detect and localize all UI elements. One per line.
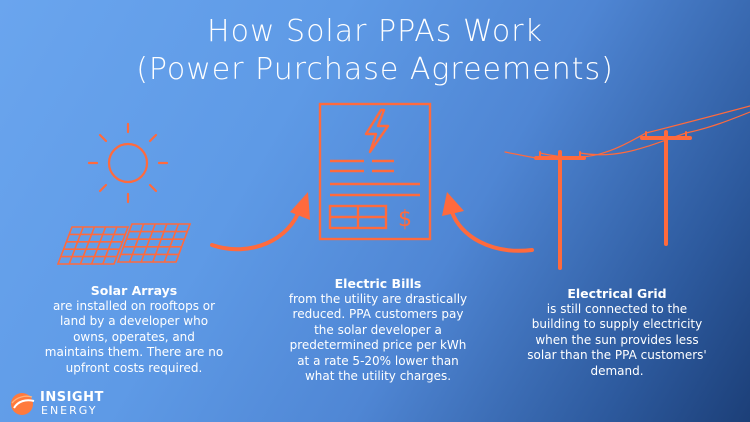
solar-arrays-heading: Solar Arrays: [90, 283, 178, 298]
electric-bill-icon: [318, 102, 432, 241]
arrowhead-right: [442, 192, 464, 216]
logo-mark-icon: [11, 393, 35, 415]
lightning-bolt-icon: [364, 108, 390, 154]
arrowhead-left: [290, 192, 310, 220]
curved-arrow-icon-right: [450, 210, 534, 253]
electrical-grid-heading: Electrical Grid: [567, 286, 667, 301]
dollar-sign-icon: $: [398, 207, 412, 232]
electric-bills-heading: Electric Bills: [334, 276, 422, 291]
curved-arrow-icon: [210, 206, 302, 252]
utility-pole-icon: [504, 105, 750, 270]
logo-text-energy: ENERGY: [41, 404, 98, 417]
sun-icon: [87, 122, 169, 204]
solar-arrays-description: Solar Arrays are installed on rooftops o…: [44, 283, 224, 376]
logo-text-insight: INSIGHT: [40, 390, 104, 405]
electric-bills-body: from the utility are drastically reduced…: [288, 291, 468, 384]
electrical-grid-description: Electrical Grid is still connected to th…: [522, 286, 712, 379]
electrical-grid-body: is still connected to the building to su…: [527, 301, 707, 378]
page-subtitle: (Power Purchase Agreements): [136, 52, 614, 87]
solar-panel-icon: [56, 223, 192, 265]
insight-energy-logo: INSIGHT ENERGY: [8, 389, 108, 419]
solar-arrays-body: are installed on rooftops or land by a d…: [44, 298, 224, 375]
electric-bills-description: Electric Bills from the utility are dras…: [288, 276, 468, 385]
page-title: How Solar PPAs Work: [207, 14, 543, 49]
